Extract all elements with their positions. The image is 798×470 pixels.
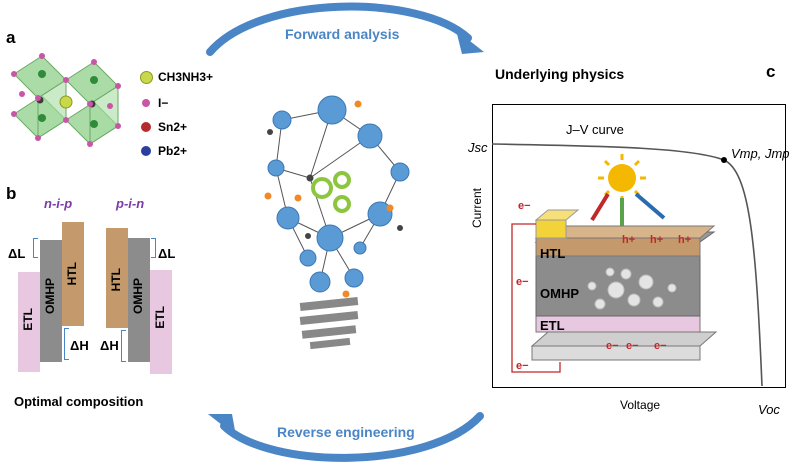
nip-omhp-label: OMHP <box>43 278 57 314</box>
pin-etl-label: ETL <box>153 306 167 329</box>
panel-b-letter: b <box>6 184 17 203</box>
nip-delta-h: ΔH <box>70 338 89 353</box>
panel-c-letter: c <box>766 62 776 81</box>
nip-etl-layer <box>18 272 40 372</box>
jsc-text: Jsc <box>468 140 488 155</box>
legend-label: I− <box>158 96 169 110</box>
pin-htl-layer <box>106 228 128 328</box>
electron-label-top: e− <box>518 200 531 212</box>
jsc-label: Jsc <box>468 140 488 155</box>
legend-swatch <box>140 71 153 84</box>
pin-htl-label: HTL <box>109 268 123 292</box>
legend-swatch <box>142 99 150 107</box>
underlying-physics-title: Underlying physics <box>495 66 625 82</box>
device-htl-label: HTL <box>540 246 566 261</box>
legend-label: CH3NH3+ <box>158 70 214 84</box>
perovskite-crystal-structure <box>11 53 121 147</box>
pin-omhp-layer <box>128 238 150 362</box>
reverse-engineering-label: Reverse engineering <box>277 424 415 440</box>
jv-curve-label: J–V curve <box>566 122 624 137</box>
electron-label-bottom: e− <box>516 360 529 372</box>
electron-label: e− <box>626 340 639 352</box>
forward-arrow <box>206 2 484 56</box>
hole-label: h+ <box>650 234 664 246</box>
electron-label: e− <box>654 340 667 352</box>
nip-title: n-i-p <box>44 196 73 211</box>
legend-label: Pb2+ <box>158 144 188 158</box>
reverse-arrow <box>208 412 484 462</box>
mpp-label: Vmp, Jmp <box>731 146 790 161</box>
voc-label: Voc <box>758 402 780 417</box>
nip-htl-label: HTL <box>65 262 79 286</box>
nip-etl-label: ETL <box>21 308 35 331</box>
pin-etl-layer <box>150 270 172 374</box>
jv-curve <box>492 143 763 387</box>
pin-delta-l: ΔL <box>158 246 176 261</box>
nip-htl-layer <box>62 222 84 326</box>
optimal-composition-caption: Optimal composition <box>14 394 144 409</box>
panel-b: n-i-p p-i-n ETL OMHP HTL ΔL ΔH HTL OMHP … <box>0 190 200 420</box>
sun-icon <box>598 154 646 202</box>
pin-title: p-i-n <box>116 196 145 211</box>
device-omhp-label: OMHP <box>540 286 579 301</box>
current-axis-label: Current <box>470 187 484 228</box>
neural-network-lightbulb <box>264 95 410 350</box>
pin-delta-h-bracket <box>121 330 126 362</box>
nip-delta-l-bracket <box>33 238 38 258</box>
nip-delta-h-bracket <box>64 328 69 360</box>
nip-omhp-layer <box>40 240 62 362</box>
jv-plot-frame <box>492 104 786 388</box>
pin-delta-h: ΔH <box>100 338 119 353</box>
hole-label: h+ <box>678 234 692 246</box>
device-etl-label: ETL <box>540 318 565 333</box>
hole-label: h+ <box>622 234 636 246</box>
voltage-axis-label: Voltage <box>620 398 661 412</box>
legend-swatch <box>141 122 151 132</box>
legend-label: Sn2+ <box>158 120 188 134</box>
pin-omhp-label: OMHP <box>131 278 145 314</box>
electron-label-left: e− <box>516 276 529 288</box>
panel-a-letter: a <box>6 28 16 47</box>
pin-delta-l-bracket <box>151 238 156 258</box>
forward-analysis-label: Forward analysis <box>285 26 400 42</box>
solar-cell-device <box>511 154 718 373</box>
electron-label: e− <box>606 340 619 352</box>
nip-delta-l: ΔL <box>8 246 26 261</box>
legend-swatch <box>141 146 151 156</box>
